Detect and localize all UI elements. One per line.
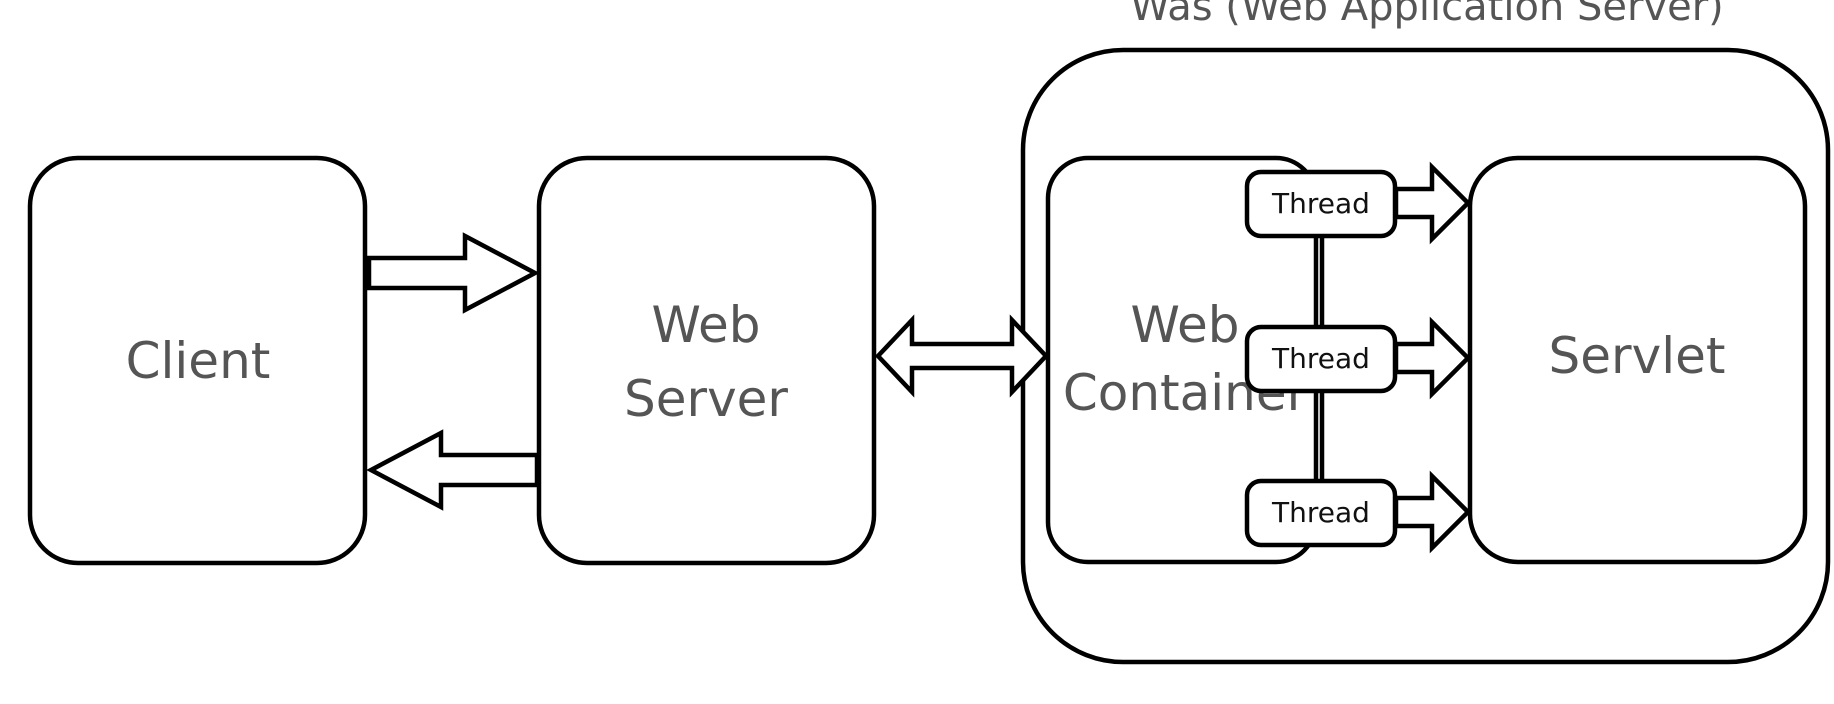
thread-to-servlet-arrow-3 xyxy=(1393,470,1472,554)
web-container-node: Web Container xyxy=(1045,155,1319,565)
web-server-node: Web Server xyxy=(536,155,877,566)
thread-box xyxy=(1244,169,1398,239)
servlet-node: Servlet xyxy=(1467,155,1808,565)
thread-node-2: Thread xyxy=(1244,324,1398,394)
client-box xyxy=(27,155,368,566)
thread-box xyxy=(1244,324,1398,394)
bidirectional-arrow xyxy=(874,314,1050,398)
web-server-label-line2: Server xyxy=(624,370,788,428)
servlet-label: Servlet xyxy=(1549,327,1726,385)
web-server-box xyxy=(536,155,877,566)
web-server-label-line1: Web xyxy=(651,296,760,354)
client-node: Client xyxy=(27,155,368,566)
thread-box xyxy=(1244,478,1398,548)
request-arrow xyxy=(366,232,540,314)
thread-label: Thread xyxy=(1271,496,1370,529)
thread-to-servlet-arrow-2 xyxy=(1393,316,1472,400)
thread-to-servlet-arrow-1 xyxy=(1393,161,1472,245)
thread-label: Thread xyxy=(1271,187,1370,220)
client-label: Client xyxy=(126,332,271,390)
servlet-box xyxy=(1467,155,1808,565)
thread-node-1: Thread xyxy=(1244,169,1398,239)
response-arrow xyxy=(366,429,540,511)
thread-node-3: Thread xyxy=(1244,478,1398,548)
web-container-label-line1: Web xyxy=(1130,296,1239,354)
was-title: Was (Web Application Server) xyxy=(1130,0,1724,30)
thread-label: Thread xyxy=(1271,342,1370,375)
